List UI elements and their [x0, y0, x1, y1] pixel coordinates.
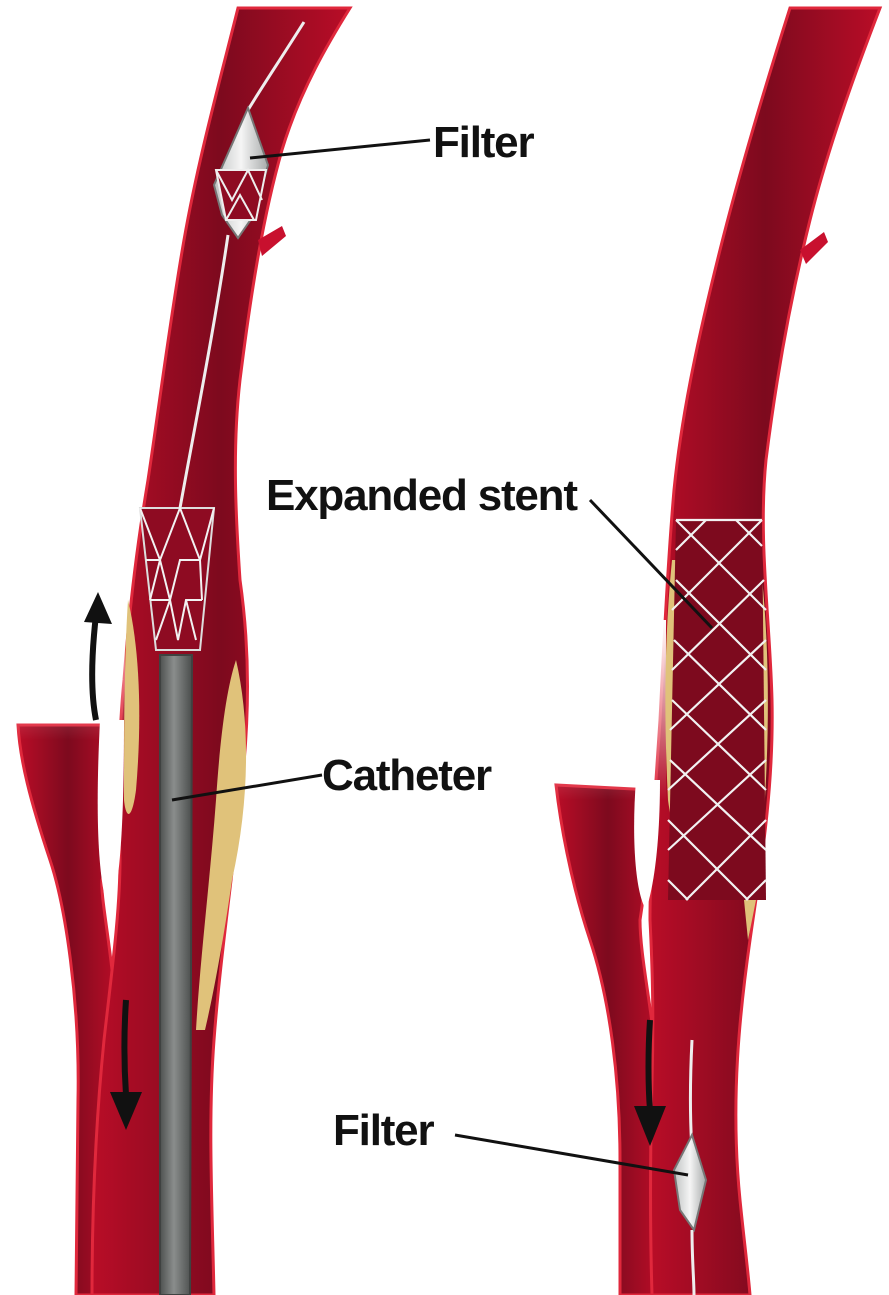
label-filter-bottom: Filter: [333, 1106, 434, 1155]
label-catheter: Catheter: [322, 751, 492, 800]
catheter-tube: [159, 655, 192, 1295]
label-filter-top: Filter: [433, 118, 534, 167]
label-expanded-stent: Expanded stent: [266, 471, 578, 520]
left-branch-fade: [10, 560, 125, 740]
right-branch-fade: [548, 620, 666, 800]
expanded-stent-mesh: [668, 520, 766, 900]
right-artery: [548, 8, 880, 1295]
left-artery: [10, 8, 350, 1295]
